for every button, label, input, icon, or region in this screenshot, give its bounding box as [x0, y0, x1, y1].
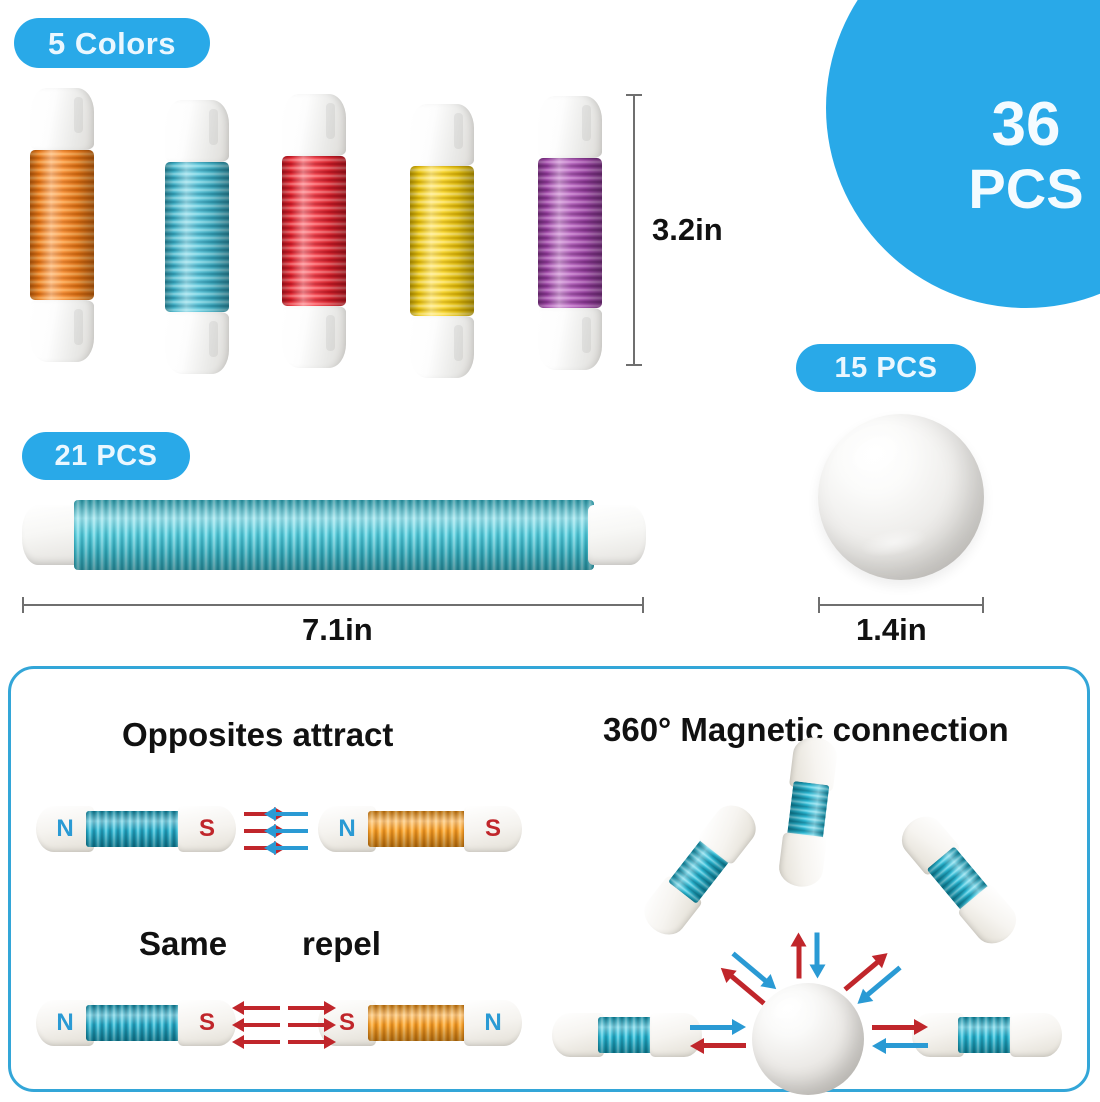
badge-15-pcs: 15 PCS [796, 344, 976, 392]
attract-magnet-left-pole-right: S [178, 806, 236, 852]
attract-magnet-right-pole-left: N [318, 806, 376, 852]
repel-arrow-right-1 [288, 1001, 336, 1015]
long-rod-cap-right [588, 505, 646, 565]
repel-magnet-left-pole-right: S [178, 1000, 236, 1046]
radial-rod-left-cap-right [650, 1013, 702, 1057]
radial-rod-left [552, 1013, 702, 1057]
dimension-label-ball: 1.4in [856, 612, 927, 647]
yellow-rod-cap-bottom [410, 316, 474, 378]
orange-rod-cap-bottom [30, 300, 94, 362]
repel-magnet-left-pole-left-label: N [56, 1009, 74, 1036]
cyan-rod-coil [165, 162, 229, 312]
badge-5-colors: 5 Colors [14, 18, 210, 68]
repel-magnet-right: S N [318, 1000, 522, 1046]
radial-arrow-up-red [790, 932, 807, 979]
pcs-total-circle: 36 PCS [826, 0, 1100, 308]
ball-highlight-secondary [859, 523, 930, 562]
repel-magnet-left-coil [86, 1005, 186, 1041]
badge-21-pcs-label: 21 PCS [54, 439, 158, 472]
radial-arrow-up-blue [809, 932, 826, 979]
purple-rod-coil [538, 158, 602, 308]
dimension-label-short-rod: 3.2in [652, 212, 723, 247]
magnetic-ball [818, 414, 984, 580]
red-rod-coil [282, 156, 346, 306]
attract-magnet-left-pole-left-label: N [56, 815, 74, 842]
attract-magnet-left-pole-left: N [36, 806, 94, 852]
repel-magnet-left-pole-right-label: S [198, 1009, 215, 1036]
attract-magnet-right-pole-right: S [464, 806, 522, 852]
attract-magnet-left-coil [86, 811, 186, 847]
dimension-line-long-rod [22, 597, 644, 613]
purple-rod-cap-bottom [538, 308, 602, 370]
dimension-line-ball [818, 597, 984, 613]
repel-magnet-right-coil [368, 1005, 472, 1041]
dimension-label-long-rod: 7.1in [302, 612, 373, 647]
repel-magnet-left-pole-left: N [36, 1000, 94, 1046]
cyan-rod [165, 100, 229, 374]
radial-rod-left-cap-left [552, 1013, 604, 1057]
radial-rod-right-coil [958, 1017, 1016, 1053]
radial-rod-left-coil [598, 1017, 656, 1053]
red-rod-cap-bottom [282, 306, 346, 368]
repel-arrow-left-3 [232, 1035, 280, 1049]
dimension-line-short-rod [626, 94, 642, 366]
title-same-repel-1: Same [139, 925, 228, 962]
yellow-rod-coil [410, 166, 474, 316]
radial-rod-right-cap-right [1010, 1013, 1062, 1057]
repel-arrow-left-1 [232, 1001, 280, 1015]
pcs-total-unit: PCS [968, 157, 1084, 221]
radial-arrow-right-blue [872, 1038, 928, 1054]
purple-rod-cap-top [538, 96, 602, 158]
orange-rod [30, 88, 94, 362]
repel-magnet-right-pole-right-label: N [484, 1009, 502, 1036]
radial-arrow-left-red [690, 1038, 746, 1054]
repel-magnet-left: N S [36, 1000, 236, 1046]
orange-rod-coil [30, 150, 94, 300]
title-opposites-attract: Opposites attract [122, 716, 394, 753]
radial-rod-right [912, 1013, 1062, 1057]
title-same-repel-2: repel [302, 925, 381, 962]
radial-arrow-left-blue [690, 1019, 746, 1035]
cyan-rod-cap-top [165, 100, 229, 162]
repel-magnet-right-pole-left-label: S [338, 1009, 355, 1036]
badge-5-colors-label: 5 Colors [47, 25, 177, 61]
yellow-rod-cap-top [410, 104, 474, 166]
yellow-rod [410, 104, 474, 378]
radial-rod-top-cap-right [777, 832, 828, 890]
center-ball-highlight [769, 991, 812, 1027]
badge-15-pcs-label: 15 PCS [834, 351, 938, 384]
attract-magnet-right-pole-left-label: N [338, 815, 356, 842]
long-rod-coil [74, 500, 594, 570]
attract-arrow-blue-1 [264, 807, 308, 821]
attract-magnet-right: N S [318, 806, 522, 852]
attract-magnet-right-coil [368, 811, 472, 847]
long-rod-cap-left [22, 505, 80, 565]
cyan-rod-cap-bottom [165, 312, 229, 374]
repel-magnet-right-pole-right: N [464, 1000, 522, 1046]
purple-rod [538, 96, 602, 370]
attract-magnet-right-pole-right-label: S [484, 815, 501, 842]
red-rod [282, 94, 346, 368]
attract-arrow-blue-2 [264, 824, 308, 838]
repel-arrow-left-2 [232, 1018, 280, 1032]
pcs-total-count: 36 [991, 89, 1061, 159]
attract-magnet-left: N S [36, 806, 236, 852]
attract-magnet-left-pole-right-label: S [198, 815, 215, 842]
long-cyan-rod [22, 496, 646, 574]
red-rod-cap-top [282, 94, 346, 156]
attract-arrow-blue-3 [264, 841, 308, 855]
radial-arrow-right-red [872, 1019, 928, 1035]
repel-arrow-right-3 [288, 1035, 336, 1049]
orange-rod-cap-top [30, 88, 94, 150]
center-magnetic-ball [752, 983, 864, 1095]
ball-highlight [846, 427, 913, 484]
repel-arrow-right-2 [288, 1018, 336, 1032]
badge-21-pcs: 21 PCS [22, 432, 190, 480]
